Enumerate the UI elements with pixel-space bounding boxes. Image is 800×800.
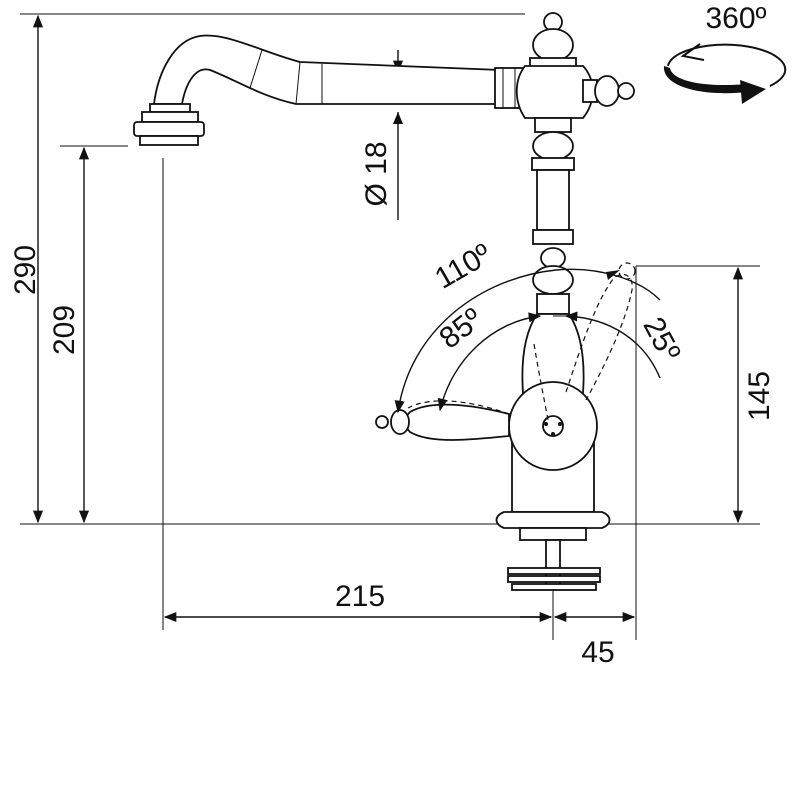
lever-handle-end	[375, 415, 389, 429]
mounting-washer-3	[511, 583, 597, 591]
spout-collar-2	[141, 111, 199, 123]
mounting-washer-2	[507, 575, 601, 583]
lever-handle-raised-tip	[618, 262, 636, 280]
spout-diameter-label: Ø 18	[360, 141, 393, 206]
angle-arc-110-arrowhead	[606, 270, 620, 280]
spout-seam-2	[295, 61, 301, 105]
handle-height-label: 145	[743, 371, 776, 421]
side-knob-tip	[617, 82, 635, 100]
mounting-nut	[519, 527, 587, 541]
rotation-upper-arc	[667, 43, 773, 67]
dimension-lines	[32, 14, 744, 623]
angle-25-label: 25º	[636, 312, 686, 367]
angle-arc-85	[437, 312, 542, 412]
base-offset-label: 45	[581, 636, 614, 669]
column-bulb	[532, 131, 574, 161]
top-knob	[532, 28, 574, 62]
rotation-360-icon: 360º	[663, 2, 787, 104]
spout-reach-label: 215	[335, 580, 385, 613]
central-hub	[515, 65, 594, 119]
pivot-screw-3	[551, 432, 555, 436]
dimension-labels: 290 209 Ø 18 145 215 45	[9, 141, 776, 669]
overall-height-label: 290	[9, 245, 42, 295]
column-small-bulb	[540, 247, 566, 269]
pivot-screw-1	[544, 422, 548, 426]
faucet-body	[133, 12, 636, 591]
pivot-screw-2	[558, 422, 562, 426]
column-ring-3	[532, 229, 574, 245]
rotation-label: 360º	[705, 2, 766, 35]
lever-handle-tip	[390, 409, 410, 435]
column-ring-1	[534, 117, 572, 133]
rotation-lower-arrowhead	[740, 80, 766, 104]
angle-arc-25	[564, 311, 661, 379]
column-shaft	[536, 169, 570, 231]
base-plate	[495, 511, 611, 529]
spout-aerator	[133, 121, 205, 137]
angle-110-label: 110º	[430, 238, 497, 296]
spout-outlet	[139, 135, 199, 146]
spout-height-label: 209	[48, 305, 81, 355]
lever-handle-raised	[565, 273, 633, 401]
column-neck	[536, 293, 570, 315]
rotation-lower-band	[663, 66, 748, 94]
rotation-upper-arrowhead	[680, 43, 705, 61]
side-knob	[594, 75, 620, 107]
spout-arm	[152, 34, 501, 105]
diameter-lower-arrowhead	[393, 112, 403, 124]
lever-handle-horizontal	[404, 403, 510, 441]
rotation-right-arc	[769, 53, 787, 87]
spout-collar-1	[149, 103, 191, 113]
angle-arc-110	[394, 268, 661, 414]
mounting-washer-1	[507, 567, 601, 575]
column-ring-2	[531, 157, 575, 171]
angle-85-label: 85º	[433, 302, 488, 355]
spout-seam-3	[249, 49, 263, 89]
